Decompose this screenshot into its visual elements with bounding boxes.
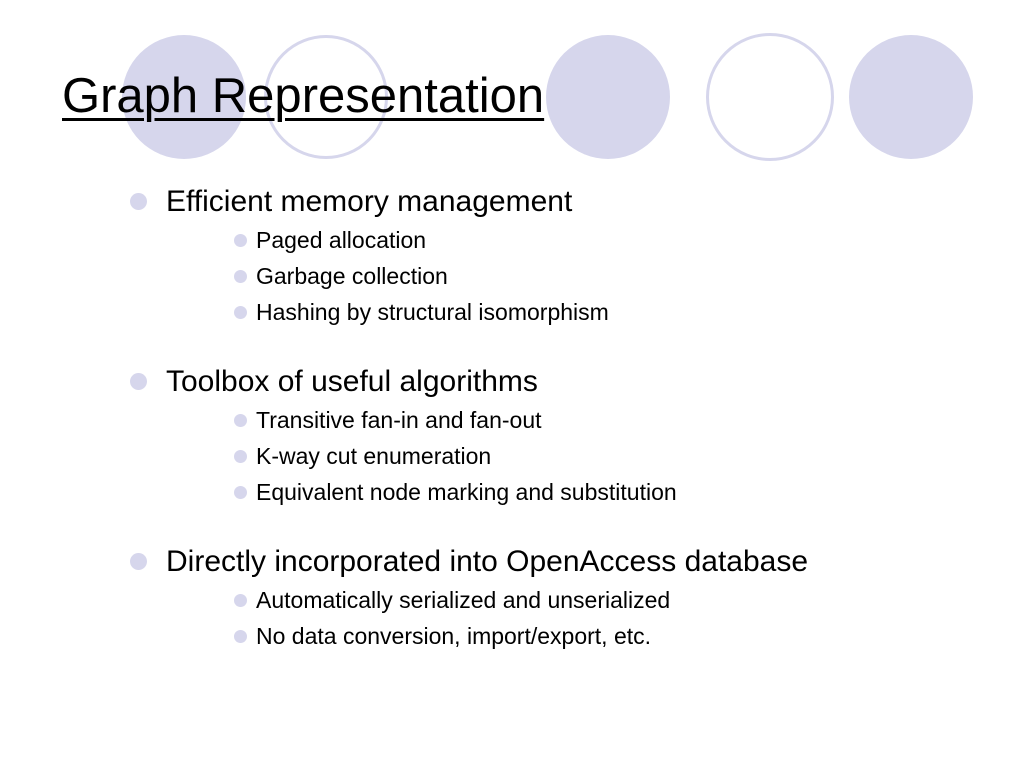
bullet-list: Efficient memory management Paged alloca… (130, 182, 1010, 654)
sub-bullet-dot-icon (234, 270, 247, 283)
bullet-dot-icon (130, 193, 147, 210)
bullet-item: Efficient memory management (130, 182, 1010, 222)
sub-bullet-item: Transitive fan-in and fan-out (130, 402, 1010, 438)
bullet-group: Toolbox of useful algorithms Transitive … (130, 362, 1010, 510)
slide-title: Graph Representation (62, 69, 545, 123)
bullet-dot-icon (130, 553, 147, 570)
sub-bullet-dot-icon (234, 630, 247, 643)
sub-bullet-list: Paged allocation Garbage collection Hash… (130, 222, 1010, 330)
bullet-dot-icon (130, 373, 147, 390)
sub-bullet-dot-icon (234, 486, 247, 499)
sub-bullet-text: Garbage collection (256, 263, 448, 289)
sub-bullet-text: Equivalent node marking and substitution (256, 479, 677, 505)
decorative-circle-outline (264, 35, 388, 159)
sub-bullet-list: Automatically serialized and unserialize… (130, 582, 1010, 654)
sub-bullet-list: Transitive fan-in and fan-out K-way cut … (130, 402, 1010, 510)
decorative-circle-filled (849, 35, 973, 159)
sub-bullet-item: Automatically serialized and unserialize… (130, 582, 1010, 618)
sub-bullet-text: Transitive fan-in and fan-out (256, 407, 542, 433)
sub-bullet-text: Paged allocation (256, 227, 427, 253)
sub-bullet-text: Hashing by structural isomorphism (256, 299, 609, 325)
bullet-text: Efficient memory management (166, 185, 573, 218)
sub-bullet-dot-icon (234, 414, 247, 427)
bullet-item: Directly incorporated into OpenAccess da… (130, 542, 1010, 582)
decorative-circle-filled (546, 35, 670, 159)
sub-bullet-item: Garbage collection (130, 258, 1010, 294)
sub-bullet-item: Paged allocation (130, 222, 1010, 258)
sub-bullet-item: No data conversion, import/export, etc. (130, 618, 1010, 654)
sub-bullet-dot-icon (234, 450, 247, 463)
sub-bullet-item: Equivalent node marking and substitution (130, 474, 1010, 510)
bullet-group: Directly incorporated into OpenAccess da… (130, 542, 1010, 654)
bullet-group: Efficient memory management Paged alloca… (130, 182, 1010, 330)
sub-bullet-item: Hashing by structural isomorphism (130, 294, 1010, 330)
bullet-text: Toolbox of useful algorithms (166, 365, 538, 398)
sub-bullet-dot-icon (234, 234, 247, 247)
sub-bullet-dot-icon (234, 594, 247, 607)
sub-bullet-item: K-way cut enumeration (130, 438, 1010, 474)
sub-bullet-text: No data conversion, import/export, etc. (256, 623, 652, 649)
decorative-circle-filled (122, 35, 246, 159)
sub-bullet-dot-icon (234, 306, 247, 319)
sub-bullet-text: K-way cut enumeration (256, 443, 492, 469)
bullet-item: Toolbox of useful algorithms (130, 362, 1010, 402)
bullet-text: Directly incorporated into OpenAccess da… (166, 545, 809, 578)
decorative-circle-outline (706, 33, 834, 161)
sub-bullet-text: Automatically serialized and unserialize… (256, 587, 671, 613)
